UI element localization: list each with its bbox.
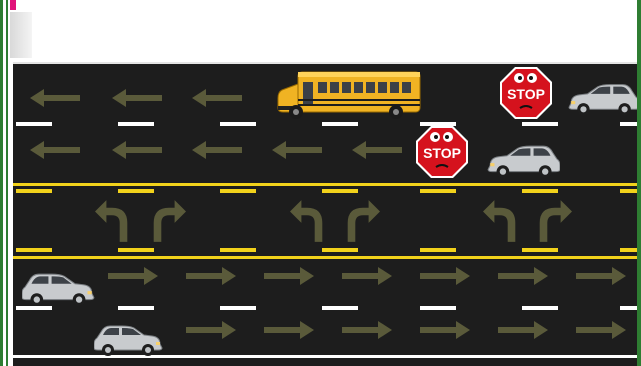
stop-sign-2: STOP xyxy=(416,126,468,178)
stop-sign-1-text: STOP xyxy=(507,86,545,102)
school-bus xyxy=(278,72,420,119)
right-border xyxy=(637,0,641,366)
stop-sign-2-text: STOP xyxy=(423,145,461,161)
stop-sign-1: STOP xyxy=(500,67,552,119)
